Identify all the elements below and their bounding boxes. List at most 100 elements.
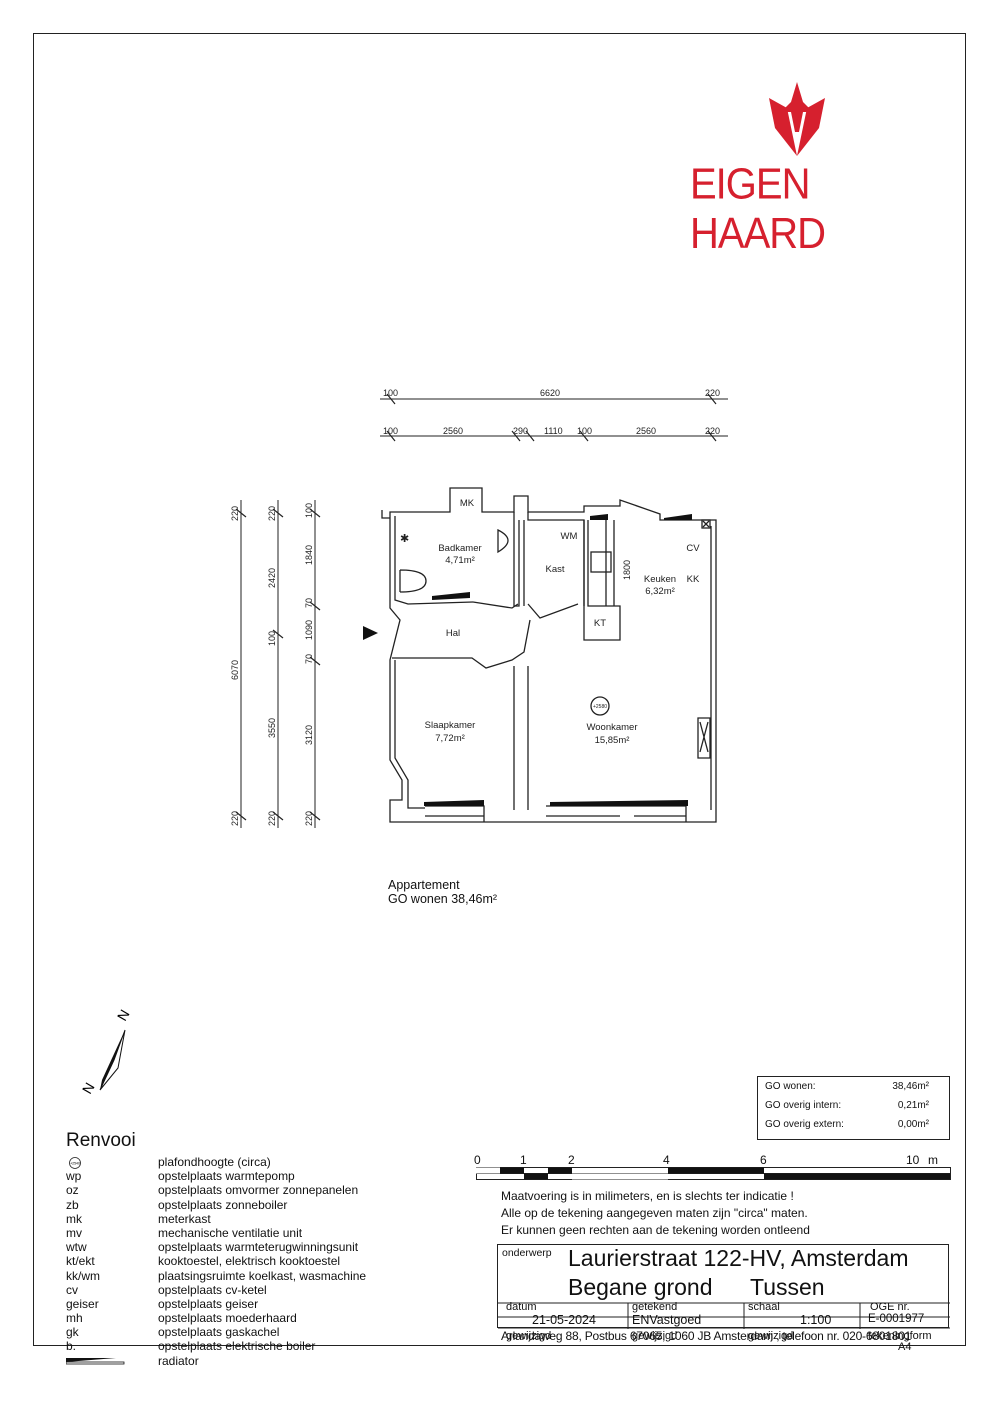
legend-code: kk/wm (66, 1268, 100, 1283)
legend-code: mh (66, 1311, 83, 1326)
scale-label: 1 (520, 1153, 527, 1167)
north-arrow-icon: N N (80, 1007, 133, 1097)
dim-left2-e: 220 (267, 811, 277, 826)
tekeningform-value: A4 (898, 1341, 912, 1353)
dim-left3-c: 70 (304, 598, 314, 608)
legend-label: radiator (158, 1353, 199, 1368)
scale-bar (476, 1167, 951, 1180)
disclaimer-notes: Maatvoering is in milimeters, en is slec… (501, 1188, 810, 1239)
dim-top1-c: 220 (705, 388, 720, 398)
dim-left3-a: 100 (304, 503, 314, 518)
compass-n-bottom: N (80, 1080, 98, 1097)
legend-label: opstelplaats warmtepomp (158, 1169, 295, 1184)
tekeningform-label: tekeningform (868, 1330, 932, 1342)
dim-left2-d: 3550 (267, 718, 277, 738)
dim-left1-b: 6070 (230, 660, 240, 680)
title-block-grid (498, 1302, 950, 1329)
scale-label: m (928, 1153, 938, 1167)
position-title: Tussen (750, 1274, 825, 1300)
svg-text:+2540: +2540 (70, 1161, 80, 1165)
dim-top1-a: 100 (383, 388, 398, 398)
area-row: GO wonen: 38,46m² (758, 1077, 949, 1096)
dim-left3-f: 3120 (304, 725, 314, 745)
note-line: Alle op de tekening aangegeven maten zij… (501, 1206, 808, 1220)
legend-code: geiser (66, 1296, 99, 1311)
dim-top1-b: 6620 (540, 388, 560, 398)
area-value: 0,21m² (897, 1100, 929, 1111)
brand-name: EIGEN HAARD (690, 160, 826, 258)
dim-left1-a: 220 (230, 506, 240, 521)
dim-left1-c: 220 (230, 811, 240, 826)
room-slaapkamer-area: 7,72m² (435, 733, 465, 744)
legend-code: mk (66, 1211, 82, 1226)
legend-label: meterkast (158, 1211, 211, 1226)
datum-value: 21-05-2024 (532, 1313, 596, 1327)
scale-label: 6 (760, 1153, 767, 1167)
scale-label: 2 (568, 1153, 575, 1167)
dim-top2-b: 2560 (443, 426, 463, 436)
dim-kitchen: 1800 (622, 560, 632, 580)
room-keuken-area: 6,32m² (645, 586, 675, 597)
legend-label: opstelplaats elektrische boiler (158, 1339, 316, 1354)
datum-label: datum (506, 1301, 537, 1313)
room-hal: Hal (446, 628, 460, 639)
legend-code: wtw (66, 1240, 87, 1255)
dim-left2-c: 100 (267, 631, 277, 646)
address-title: Laurierstraat 122-HV, Amsterdam (568, 1245, 909, 1271)
area-summary-box: GO wonen: 38,46m² GO overig intern: 0,21m²… (757, 1076, 950, 1140)
room-kk: KK (687, 574, 700, 585)
room-slaapkamer-name: Slaapkamer (425, 720, 476, 731)
page-frame (33, 33, 966, 1346)
ceiling-height-value: +2580 (593, 704, 607, 710)
plan-caption: Appartement GO wonen 38,46m² (388, 878, 497, 906)
legend-label: plafondhoogte (circa) (158, 1155, 271, 1169)
dim-left3-g: 220 (304, 811, 314, 826)
legend-code: kt/ekt (66, 1254, 95, 1269)
note-line: Er kunnen geen rechten aan de tekening w… (501, 1223, 810, 1237)
legend-title: Renvooi (66, 1130, 136, 1151)
area-label: GO overig intern: (765, 1100, 842, 1111)
title-block: onderwerp Laurierstraat 122-HV, Amsterda… (497, 1244, 950, 1353)
dim-left2-b: 2420 (267, 568, 277, 588)
room-woonkamer-name: Woonkamer (586, 722, 637, 733)
room-woonkamer-area: 15,85m² (595, 735, 630, 746)
gewijzigd-label: gewijzigd (506, 1330, 552, 1342)
legend-label: plaatsingsruimte koelkast, wasmachine (158, 1268, 367, 1283)
note-line: Maatvoering is in milimeters, en is slec… (501, 1189, 794, 1203)
area-value: 38,46m² (892, 1081, 929, 1092)
entrance-arrow-icon (363, 626, 378, 640)
dim-top2-f: 2560 (636, 426, 656, 436)
legend-label: opstelplaats gaskachel (158, 1325, 280, 1340)
eigen-haard-logo-icon (769, 82, 825, 156)
legend-label: opstelplaats cv-ketel (158, 1282, 267, 1297)
compass-n-top: N (114, 1007, 133, 1024)
legend-label: opstelplaats zonneboiler (158, 1197, 288, 1212)
floor-plan: 100 6620 220 100 2560 290 1110 100 2560 … (230, 388, 728, 828)
dim-top2-g: 220 (705, 426, 720, 436)
schaal-value: 1:100 (800, 1313, 832, 1327)
getekend-label: getekend (632, 1301, 678, 1313)
area-label: GO wonen: (765, 1081, 816, 1092)
legend-code: mv (66, 1225, 82, 1240)
legend-ceiling-icon: +2540 (66, 1155, 146, 1169)
scale-label: 0 (474, 1153, 481, 1167)
room-badkamer-area: 4,71m² (445, 555, 475, 566)
room-mk: MK (460, 498, 475, 509)
onderwerp-label: onderwerp (502, 1247, 552, 1259)
legend-radiator-icon (65, 1354, 146, 1368)
scale-label: 10 (906, 1153, 920, 1167)
floor-title: Begane grond (568, 1274, 713, 1300)
getekend-value: ENVastgoed (632, 1313, 702, 1327)
dim-left3-b: 1840 (304, 545, 314, 565)
legend-label: opstelplaats omvormer zonnepanelen (158, 1183, 359, 1198)
scale-label: 4 (663, 1153, 670, 1167)
legend-label: opstelplaats moederhaard (158, 1311, 297, 1326)
caption-line2: GO wonen 38,46m² (388, 892, 498, 906)
legend-label: opstelplaats warmteterugwinningsunit (158, 1240, 359, 1255)
schaal-label: schaal (748, 1301, 780, 1313)
legend-code: cv (66, 1282, 78, 1297)
area-label: GO overig extern: (765, 1119, 844, 1130)
caption-line1: Appartement (388, 878, 460, 892)
legend-code: wp (66, 1169, 82, 1184)
legend-label: mechanische ventilatie unit (158, 1225, 303, 1240)
